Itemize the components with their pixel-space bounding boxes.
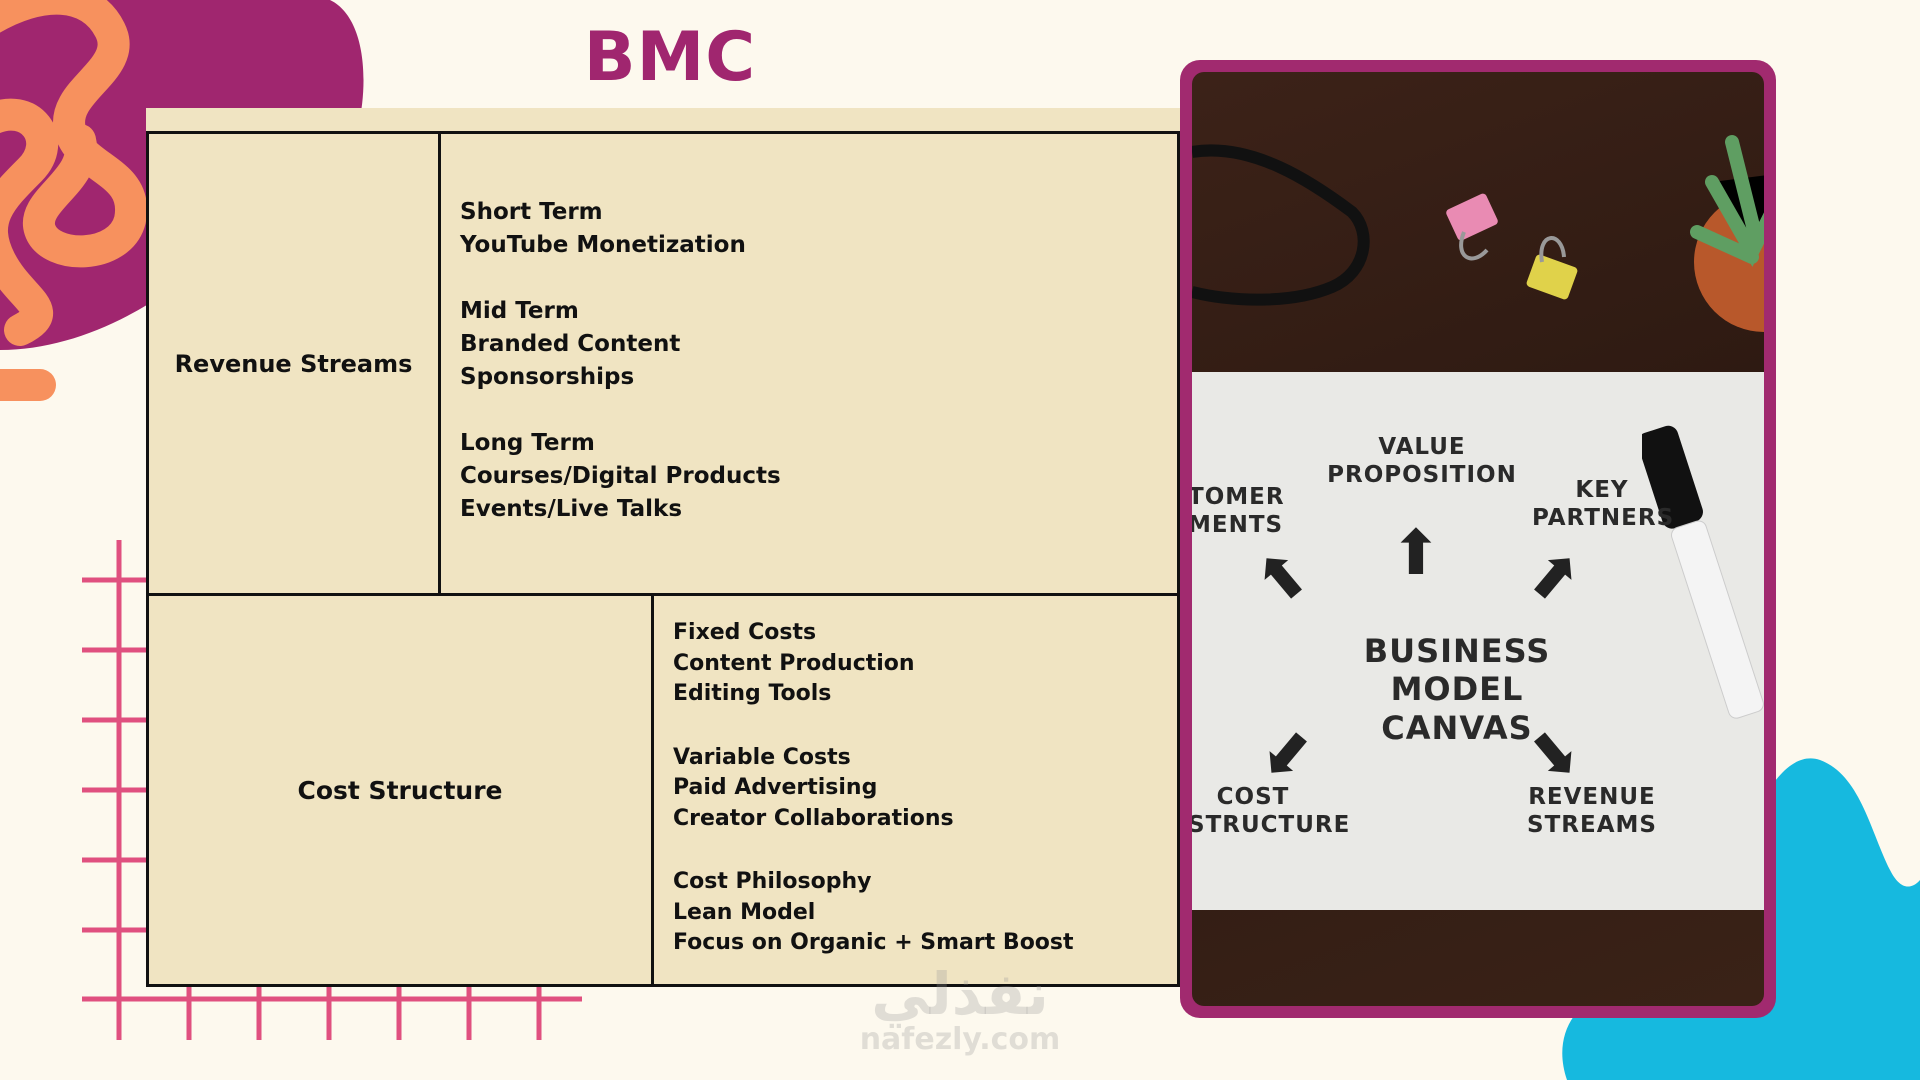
- value-proposition-line: VALUE: [1378, 434, 1466, 460]
- revenue-line: Events/Live Talks: [460, 496, 683, 522]
- business-model-canvas-photo: ⬆ ⬆ ⬆ ⬆ ⬆ BUSINESS MODEL CANVAS VALUE PR…: [1192, 72, 1764, 1006]
- page-title: BMC: [583, 18, 757, 97]
- customer-segments-line: MENTS: [1192, 511, 1284, 538]
- cost-line: Fixed Costs: [673, 620, 817, 645]
- value-proposition-label: VALUE PROPOSITION: [1322, 434, 1522, 489]
- cost-line: Creator Collaborations: [673, 805, 954, 831]
- yellow-binder-clip-icon: [1526, 236, 1578, 300]
- revenue-group-mid-term: Mid Term Branded Content Sponsorships: [460, 295, 781, 394]
- marker-icon: [1642, 425, 1764, 719]
- cost-line: Paid Advertising: [673, 775, 878, 800]
- cost-line: Content Production: [673, 650, 915, 676]
- key-partners-line: PARTNERS: [1532, 504, 1675, 531]
- cost-line: Editing Tools: [673, 681, 832, 706]
- cost-structure-canvas-line: COST: [1216, 784, 1290, 810]
- cost-structure-label: Cost Structure: [297, 775, 503, 805]
- glasses-icon: [1192, 144, 1370, 306]
- arrow-up-icon: ⬆: [1390, 516, 1442, 589]
- canvas-center-line: CANVAS: [1381, 708, 1533, 747]
- arrow-up-left-icon: ⬆: [1239, 532, 1327, 623]
- photo-frame: ⬆ ⬆ ⬆ ⬆ ⬆ BUSINESS MODEL CANVAS VALUE PR…: [1180, 60, 1776, 1018]
- cost-structure-content: Fixed Costs Content Production Editing T…: [673, 618, 1074, 959]
- key-partners-label: KEY PARTNERS: [1532, 477, 1675, 532]
- canvas-center-line: BUSINESS MODEL: [1363, 632, 1551, 709]
- revenue-group-long-term: Long Term Courses/Digital Products Event…: [460, 427, 781, 526]
- customer-segments-line: TOMER: [1192, 484, 1285, 510]
- cost-group-variable: Variable Costs Paid Advertising Creator …: [673, 743, 1074, 835]
- revenue-streams-block: Revenue Streams Short Term YouTube Monet…: [146, 131, 1180, 596]
- customer-segments-label: TOMER MENTS: [1192, 484, 1285, 539]
- cost-group-fixed: Fixed Costs Content Production Editing T…: [673, 618, 1074, 710]
- cost-line: Focus on Organic + Smart Boost: [673, 930, 1074, 955]
- cost-divider: [651, 596, 654, 984]
- revenue-line: Mid Term: [460, 298, 579, 324]
- canvas-center-label: BUSINESS MODEL CANVAS: [1292, 632, 1622, 747]
- succulent-plant-icon: [1690, 135, 1764, 332]
- pink-grid: [82, 540, 582, 1040]
- cost-line: Lean Model: [673, 899, 816, 925]
- revenue-line: Long Term: [460, 430, 595, 456]
- revenue-streams-content: Short Term YouTube Monetization Mid Term…: [460, 196, 781, 526]
- watermark: نفذلي nafezly.com: [840, 965, 1080, 1056]
- revenue-line: YouTube Monetization: [460, 232, 746, 258]
- cost-structure-canvas-label: COST STRUCTURE: [1192, 784, 1351, 839]
- pink-binder-clip-icon: [1446, 193, 1498, 261]
- cost-line: Variable Costs: [673, 744, 851, 770]
- desk-props: [1192, 135, 1764, 332]
- revenue-line: Short Term: [460, 199, 603, 225]
- revenue-line: Branded Content: [460, 331, 681, 357]
- revenue-line: Sponsorships: [460, 364, 635, 390]
- cost-structure-block: Cost Structure Fixed Costs Content Produ…: [146, 593, 1180, 987]
- cost-line: Cost Philosophy: [673, 869, 872, 894]
- value-proposition-line: PROPOSITION: [1327, 461, 1517, 488]
- revenue-divider: [438, 134, 441, 593]
- revenue-streams-label: Revenue Streams: [174, 349, 413, 378]
- arrow-up-right-icon: ⬆: [1509, 532, 1597, 623]
- revenue-streams-canvas-line: REVENUE: [1528, 784, 1656, 810]
- key-partners-line: KEY: [1575, 477, 1629, 503]
- revenue-streams-canvas-label: REVENUE STREAMS: [1517, 784, 1667, 839]
- cost-group-philosophy: Cost Philosophy Lean Model Focus on Orga…: [673, 867, 1074, 959]
- watermark-arabic: نفذلي: [871, 960, 1049, 1028]
- watermark-latin: nafezly.com: [859, 1022, 1061, 1057]
- revenue-group-short-term: Short Term YouTube Monetization: [460, 196, 781, 262]
- revenue-line: Courses/Digital Products: [460, 463, 781, 489]
- cost-structure-canvas-line: STRUCTURE: [1192, 811, 1351, 838]
- canvas-paper: ⬆ ⬆ ⬆ ⬆ ⬆ BUSINESS MODEL CANVAS VALUE PR…: [1192, 372, 1764, 910]
- revenue-streams-canvas-line: STREAMS: [1527, 811, 1657, 838]
- orange-squiggle: [0, 0, 148, 401]
